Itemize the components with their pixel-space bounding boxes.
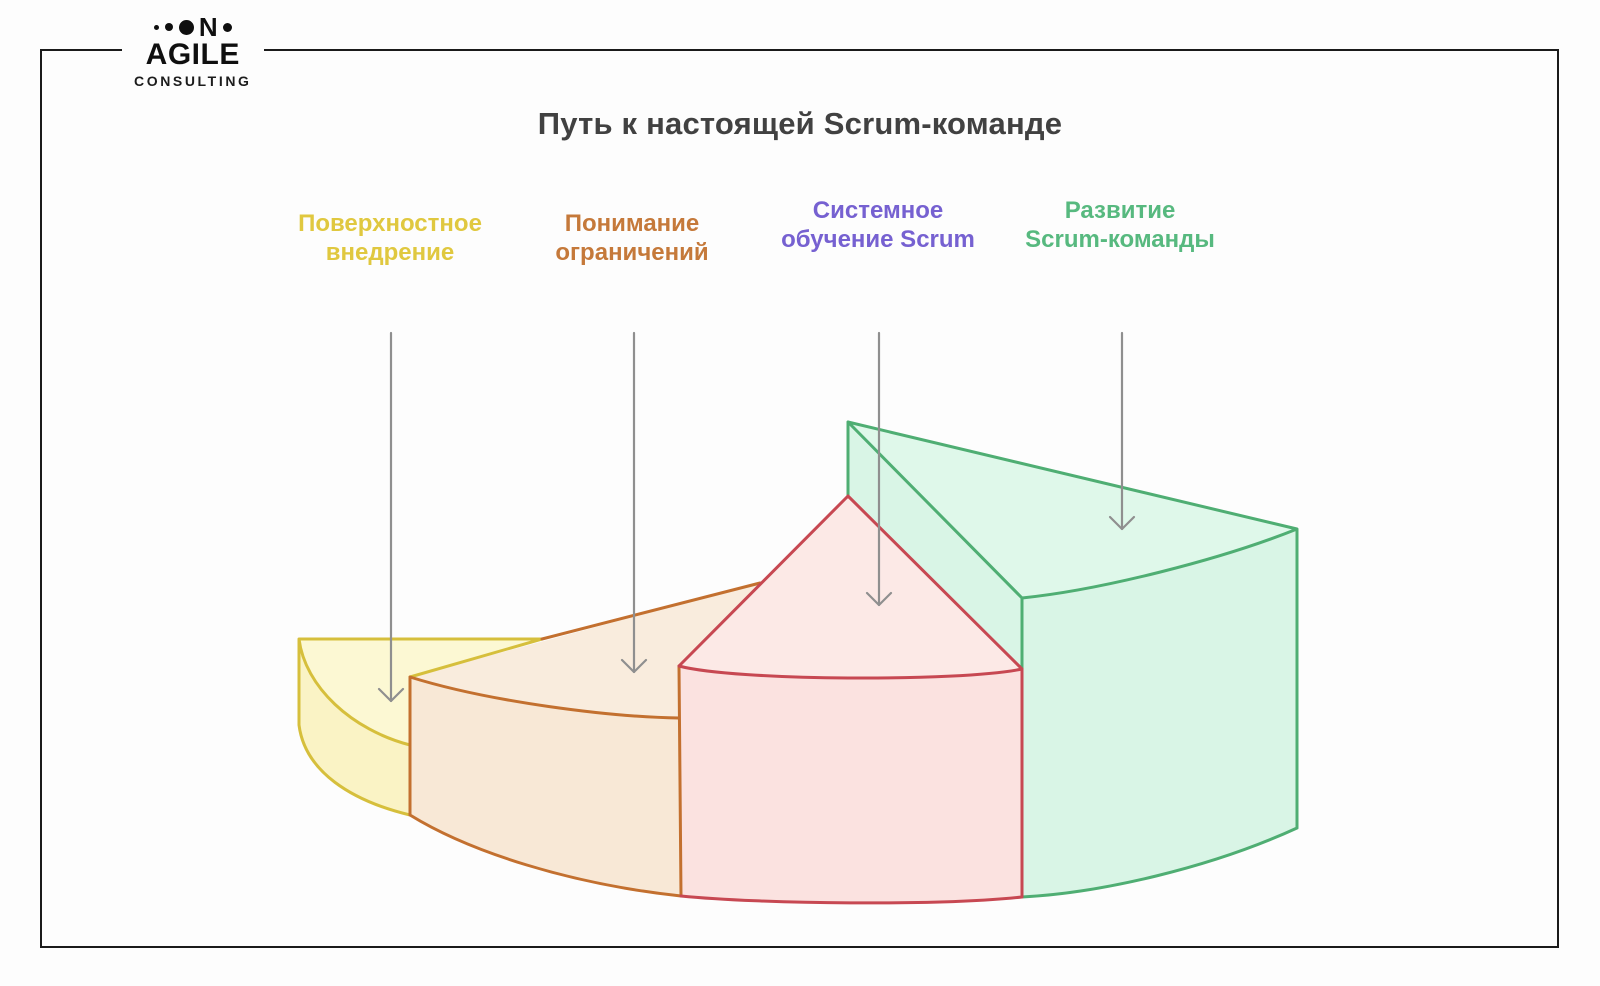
stage-label-1-line1: Поверхностное [298, 210, 482, 237]
slice-4-left-wall [848, 422, 1022, 669]
logo-dot-icon [153, 24, 159, 30]
logo-brand-name: AGILE [145, 38, 240, 71]
stage-label-3-line2: обучение Scrum [781, 226, 975, 253]
arrow-down-icon [865, 591, 893, 607]
slice-2-top-face [410, 583, 760, 718]
company-logo: N AGILE CONSULTING [122, 12, 264, 93]
arrow-down-icon [1108, 515, 1136, 531]
slice-2-outline [408, 581, 762, 898]
stage-label-1-line2: внедрение [325, 239, 455, 266]
logo-brand-subtitle: CONSULTING [134, 73, 252, 89]
stage-1-arrow [377, 331, 405, 703]
stage-2-arrow [620, 331, 648, 674]
logo-dots-row: N [153, 12, 232, 42]
stage-3-arrow [865, 331, 893, 607]
slice-1-outline [297, 637, 544, 817]
stage-label-3: Системное обучение Scrum [781, 196, 975, 254]
logo-mark-letter: N [198, 12, 218, 42]
page-title: Путь к настоящей Scrum-команде [537, 106, 1063, 141]
slice-1-side-wall [299, 639, 410, 815]
stage-label-3-line1: Системное [812, 197, 944, 224]
stage-label-2-line2: ограничений [555, 239, 709, 266]
slice-2-side-wall [410, 677, 681, 896]
stage-label-2: Понимание ограничений [555, 209, 708, 267]
page-frame [40, 49, 1559, 948]
stage-label-4: Развитие Scrum-команды [1025, 196, 1215, 254]
stage-label-1: Поверхностное внедрение [298, 209, 482, 267]
stage-label-2-line1: Понимание [564, 210, 700, 237]
slice-4-outline [846, 420, 1299, 899]
slice-4-front-wall [1022, 529, 1297, 897]
slice-1-top-face [299, 639, 542, 745]
slice-3-top-face [679, 496, 1022, 679]
slice-3-side-wall [679, 666, 1022, 903]
logo-dot-icon [164, 23, 173, 31]
logo-o-dot-icon [178, 19, 194, 35]
logo-dot-icon [222, 22, 232, 32]
stage-label-4-line2: Scrum-команды [1025, 226, 1215, 253]
slice-3-outline [677, 494, 1024, 905]
arrow-down-icon [620, 658, 648, 674]
slice-4-top-face [848, 422, 1297, 598]
stage-label-4-line1: Развитие [1064, 197, 1176, 224]
stage-4-arrow [1108, 331, 1136, 531]
arrow-down-icon [377, 687, 405, 703]
